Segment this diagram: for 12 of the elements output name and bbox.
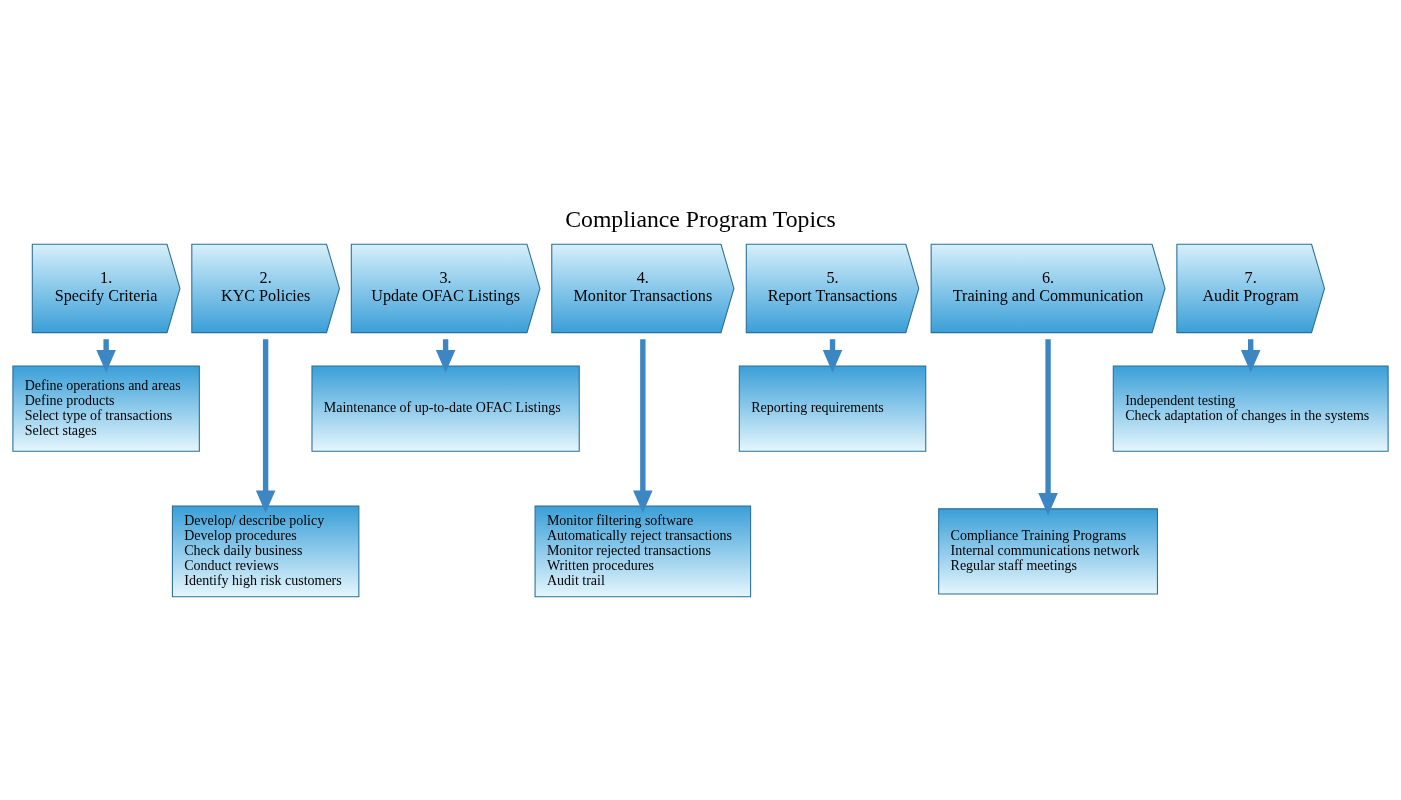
node-box: Independent testing Check adaptation of changes in the systems xyxy=(1112,365,1389,452)
node-box: Reporting requirements xyxy=(738,365,927,452)
arrow xyxy=(633,339,653,513)
arrow xyxy=(255,339,276,513)
arrow xyxy=(1038,339,1058,516)
node-box: Maintenance of up-to-date OFAC Listings xyxy=(311,365,580,452)
node-box: Compliance Training Programs Internal communications network Regular staff meetings xyxy=(938,508,1158,595)
node-box: Monitor filtering software Automatically reject transactions Monitor rejected transactions Written procedures Audit trail xyxy=(534,505,752,598)
node-box: Develop/ describe policy Develop procedures Check daily business Conduct reviews Identify high risk customers xyxy=(171,505,360,598)
diagram-title: Compliance Program Topics xyxy=(565,205,836,232)
arrow xyxy=(96,339,116,373)
node-box: Define operations and areas Define products Select type of transactions Select stages xyxy=(12,365,200,452)
